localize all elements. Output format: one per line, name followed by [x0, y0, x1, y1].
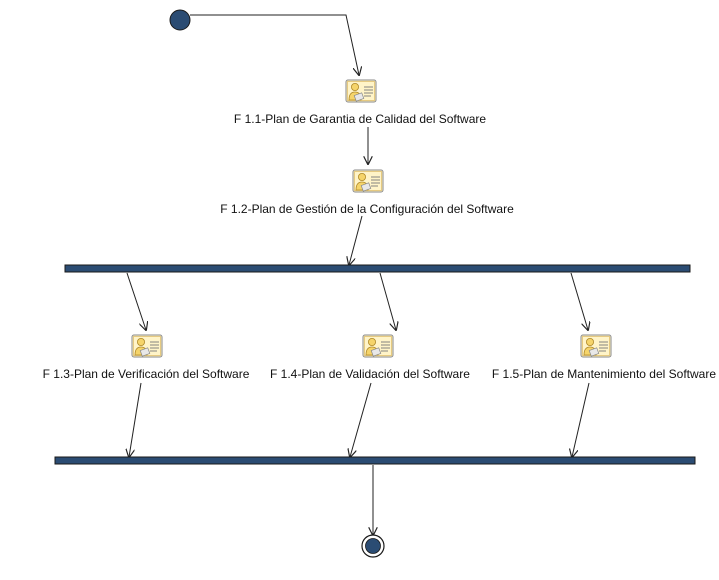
activity-f11-label: F 1.1-Plan de Garantia de Calidad del So… — [234, 112, 486, 126]
edge-f13-to-join — [129, 382, 142, 457]
worker-document-icon — [131, 334, 163, 358]
fork-bar[interactable] — [64, 264, 691, 273]
edge-f14-to-join — [350, 382, 372, 457]
activity-f15-label: F 1.5-Plan de Mantenimiento del Software — [492, 367, 716, 381]
label-backdrop — [478, 366, 718, 382]
edge-f12-to-fork — [349, 215, 363, 265]
final-node[interactable] — [361, 534, 385, 558]
worker-document-icon — [345, 79, 377, 103]
edge-start-to-f11 — [190, 14, 359, 75]
activity-f15[interactable]: F 1.5-Plan de Mantenimiento del Software — [478, 334, 718, 382]
activity-f14[interactable]: F 1.4-Plan de Validación del Software — [270, 334, 470, 381]
activity-f12[interactable]: F 1.2-Plan de Gestión de la Configuració… — [220, 169, 514, 216]
activity-f14-label: F 1.4-Plan de Validación del Software — [270, 367, 470, 381]
edge-fork-to-f14 — [379, 272, 396, 330]
join-bar[interactable] — [54, 456, 696, 465]
activity-f13[interactable]: F 1.3-Plan de Verificación del Software — [43, 334, 250, 381]
worker-document-icon — [362, 334, 394, 358]
initial-node[interactable] — [169, 9, 191, 31]
worker-document-icon — [352, 169, 384, 193]
activity-f11[interactable]: F 1.1-Plan de Garantia de Calidad del So… — [234, 79, 486, 126]
activity-f12-label: F 1.2-Plan de Gestión de la Configuració… — [220, 202, 514, 216]
worker-document-icon — [580, 334, 612, 358]
edge-fork-to-f15 — [570, 272, 588, 330]
edge-f15-to-join — [572, 382, 590, 457]
edge-fork-to-f13 — [126, 272, 146, 330]
activity-f13-label: F 1.3-Plan de Verificación del Software — [43, 367, 250, 381]
